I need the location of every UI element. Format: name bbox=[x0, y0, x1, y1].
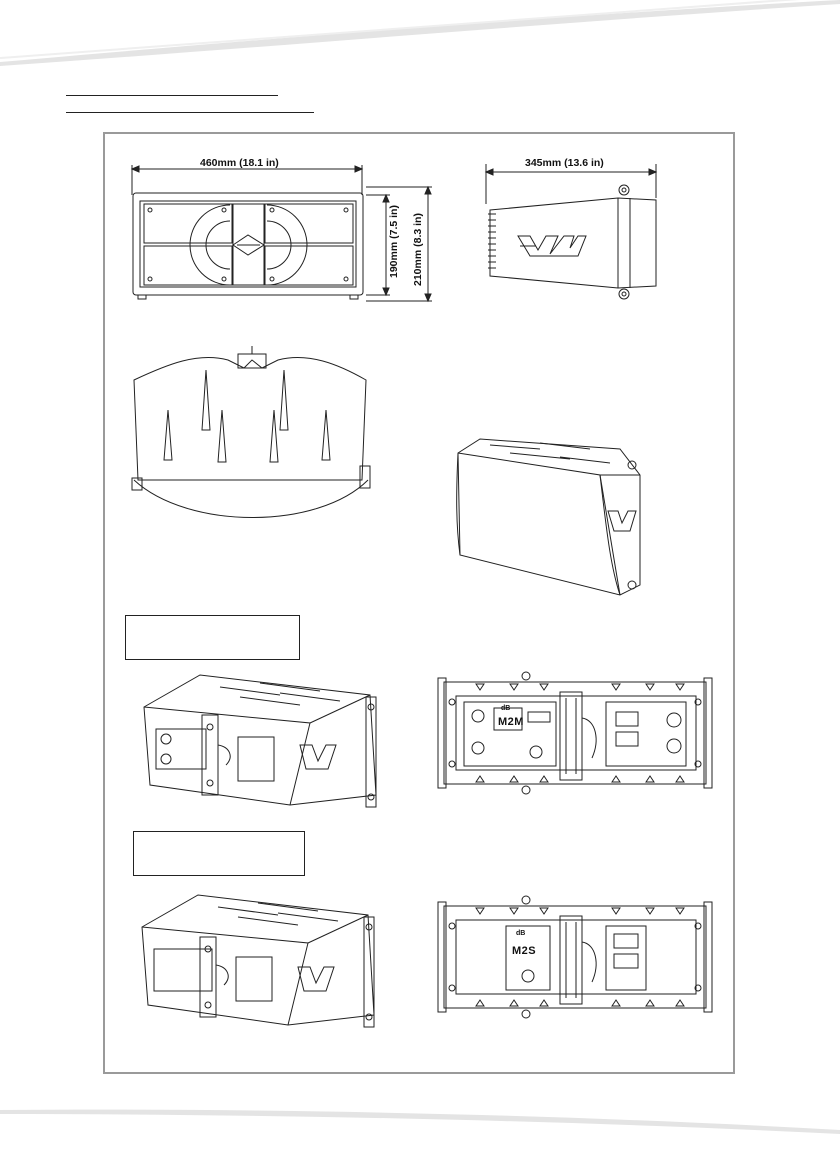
page-footer-swoosh bbox=[0, 1109, 840, 1134]
variant-b-perspective-drawing bbox=[128, 885, 390, 1035]
variant-b-rear-panel-drawing bbox=[436, 892, 716, 1022]
top-view-drawing bbox=[128, 340, 378, 540]
heading-rule-1 bbox=[66, 95, 278, 96]
variant-b-panel-model: M2S bbox=[512, 945, 537, 957]
perspective-front-drawing bbox=[450, 435, 670, 595]
variant-b-label-box bbox=[133, 831, 305, 876]
page-header-swoosh bbox=[0, 0, 840, 66]
variant-b-panel-logo: dB bbox=[516, 930, 526, 937]
width-dimension-label: 460mm (18.1 in) bbox=[200, 157, 279, 169]
variant-a-rear-panel-drawing bbox=[436, 668, 716, 798]
heading-rule-2 bbox=[66, 112, 314, 113]
side-view-drawing bbox=[478, 158, 678, 308]
drawings-frame bbox=[103, 132, 735, 1074]
variant-a-panel-model: M2M bbox=[498, 716, 524, 728]
inner-height-dimension-label: 190mm (7.5 in) bbox=[388, 205, 400, 278]
outer-height-dimension-label: 210mm (8.3 in) bbox=[412, 213, 424, 286]
variant-a-perspective-drawing bbox=[130, 665, 390, 815]
front-view-drawing bbox=[120, 155, 440, 315]
variant-a-panel-logo: dB bbox=[501, 705, 511, 712]
variant-a-label-box bbox=[125, 615, 300, 660]
depth-dimension-label: 345mm (13.6 in) bbox=[525, 157, 604, 169]
